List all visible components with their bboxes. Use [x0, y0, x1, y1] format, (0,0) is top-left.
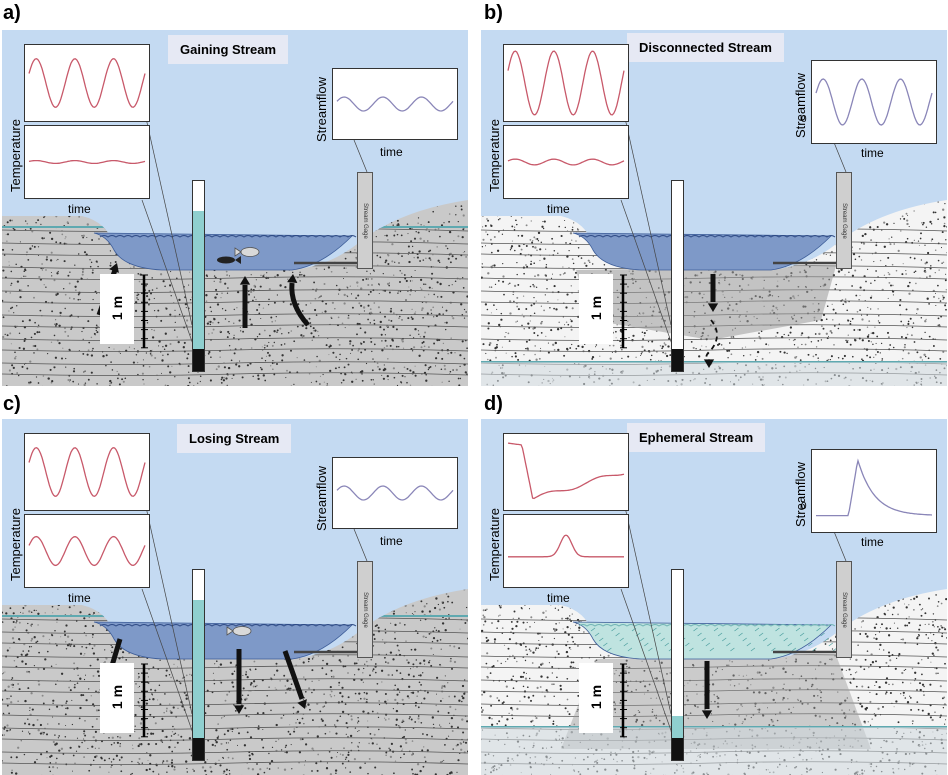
panel-title: Losing Stream [177, 424, 291, 453]
streamflow-time-label: time [380, 145, 403, 159]
scale-bar-label: 1 m [109, 289, 125, 327]
temperature-plot-lower [503, 125, 629, 199]
temperature-plot-upper [503, 433, 629, 511]
streamflow-axis-label: Streamflow [314, 466, 329, 531]
streamflow-time-label: time [861, 535, 884, 549]
temperature-plot-lower [503, 514, 629, 588]
stream-gage-label: Stream Gage [362, 203, 368, 239]
streamflow-axis-label: Streamflow [793, 73, 808, 138]
stream-gage-label: Stream Gage [841, 203, 847, 239]
temperature-axis-label: Temperature [8, 508, 23, 581]
panel-title: Disconnected Stream [627, 33, 784, 62]
scale-bar-label: 1 m [109, 678, 125, 716]
streamflow-axis-label: Streamflow [793, 462, 808, 527]
temperature-plot-lower [24, 514, 150, 588]
scale-bar-label-box: 1 m [100, 663, 134, 733]
scale-bar-label-box: 1 m [579, 663, 613, 733]
temperature-plot-lower [24, 125, 150, 199]
streamflow-time-label: time [861, 146, 884, 160]
panel-letter-c: c) [3, 393, 21, 416]
streamflow-axis-label: Streamflow [314, 77, 329, 142]
stream-gage: Stream Gage [836, 561, 852, 658]
streamflow-plot [332, 68, 458, 140]
stream-gage-label: Stream Gage [362, 592, 368, 628]
temperature-plot-upper [24, 44, 150, 122]
streamflow-plot [332, 457, 458, 529]
panel-title: Ephemeral Stream [627, 423, 765, 452]
temperature-plot-upper [24, 433, 150, 511]
scale-bar-label-box: 1 m [579, 274, 613, 344]
scale-bar-label-box: 1 m [100, 274, 134, 344]
streamflow-zero-label: 0 [801, 501, 807, 512]
piezometer [671, 569, 684, 761]
temperature-axis-label: Temperature [8, 119, 23, 192]
temperature-time-label: time [68, 202, 91, 216]
piezometer [192, 180, 205, 372]
stream-gage: Stream Gage [357, 172, 373, 269]
panel-letter-d: d) [484, 393, 503, 416]
streamflow-time-label: time [380, 534, 403, 548]
panel-title: Gaining Stream [168, 35, 288, 64]
stream-gage: Stream Gage [357, 561, 373, 658]
piezometer [192, 569, 205, 761]
temperature-time-label: time [547, 202, 570, 216]
temperature-time-label: time [68, 591, 91, 605]
scale-bar-label: 1 m [588, 678, 604, 716]
temperature-axis-label: Temperature [487, 508, 502, 581]
streamflow-plot [811, 60, 937, 144]
temperature-plot-upper [503, 44, 629, 122]
streamflow-plot [811, 449, 937, 533]
panel-letter-b: b) [484, 2, 503, 25]
piezometer [671, 180, 684, 372]
temperature-axis-label: Temperature [487, 119, 502, 192]
panel-letter-a: a) [3, 2, 21, 25]
streamflow-zero-label: 0 [801, 114, 807, 125]
stream-gage: Stream Gage [836, 172, 852, 269]
scale-bar-label: 1 m [588, 289, 604, 327]
stream-gage-label: Stream Gage [841, 592, 847, 628]
temperature-time-label: time [547, 591, 570, 605]
